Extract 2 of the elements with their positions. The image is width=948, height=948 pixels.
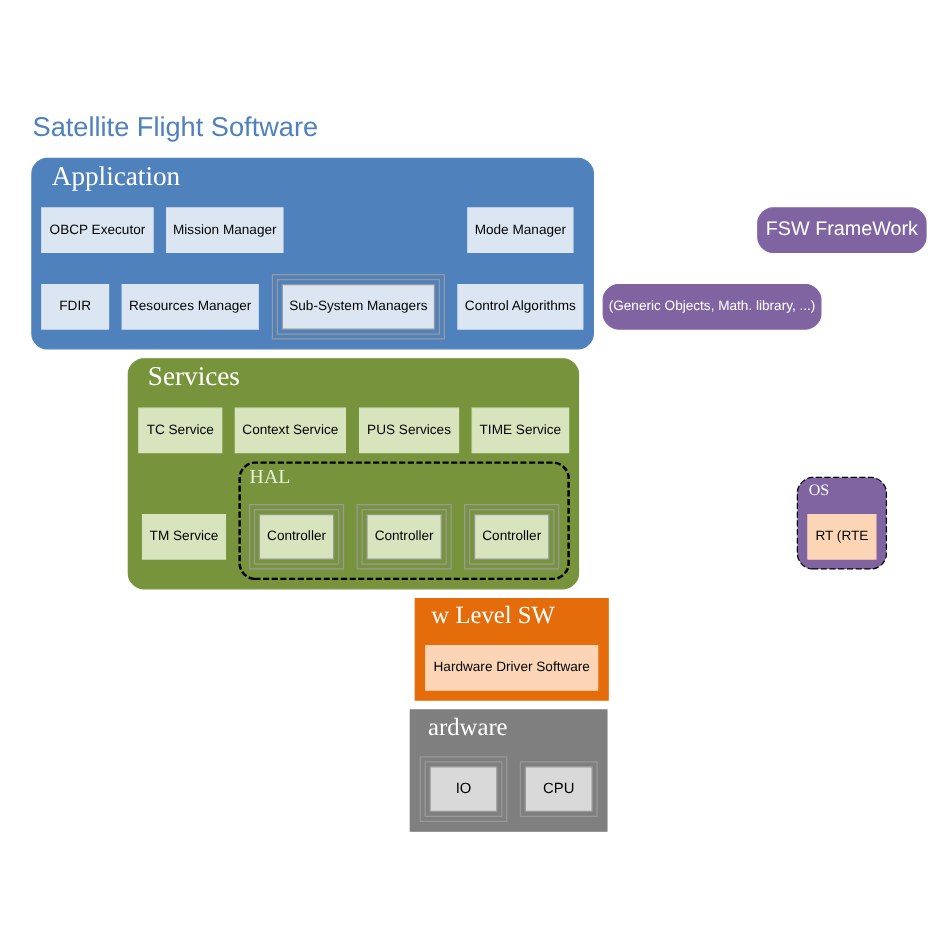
node-box: FSW FrameWork — [757, 206, 927, 252]
diagram-title: Satellite Flight Software — [32, 110, 319, 141]
